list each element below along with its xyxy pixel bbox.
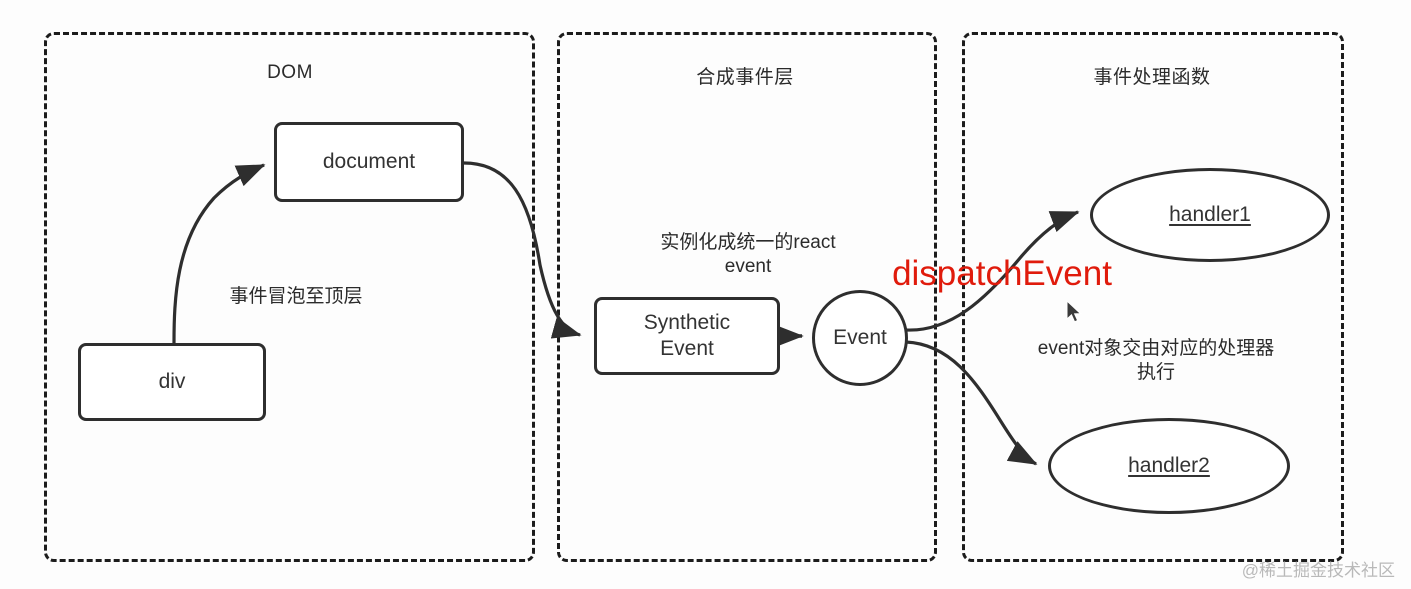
node-event-label: Event: [833, 326, 887, 349]
annotation-delegate: event对象交由对应的处理器执行: [1037, 338, 1275, 384]
watermark: @稀土掘金技术社区: [1241, 561, 1395, 580]
node-handler1-label: handler1: [1169, 203, 1251, 226]
node-handler1[interactable]: handler1: [1090, 168, 1330, 262]
annotation-dispatch-event: dispatchEvent: [892, 254, 1112, 293]
node-event[interactable]: Event: [812, 290, 908, 386]
node-document-label: document: [322, 150, 416, 174]
panel-title-synthetic-layer: 合成事件层: [696, 67, 794, 88]
node-synthetic-event[interactable]: Synthetic Event: [594, 297, 780, 375]
mouse-cursor-icon: [1066, 300, 1082, 323]
annotation-instantiate: 实例化成统一的react event: [660, 232, 836, 278]
node-div[interactable]: div: [78, 343, 266, 421]
annotation-bubbling: 事件冒泡至顶层: [229, 286, 363, 307]
node-document[interactable]: document: [274, 122, 464, 202]
panel-title-dom: DOM: [267, 62, 313, 83]
node-handler2[interactable]: handler2: [1048, 418, 1290, 514]
panel-title-handlers: 事件处理函数: [1093, 67, 1211, 88]
node-synthetic-event-label: Synthetic Event: [643, 311, 731, 360]
node-div-label: div: [158, 370, 186, 394]
node-handler2-label: handler2: [1128, 454, 1210, 477]
